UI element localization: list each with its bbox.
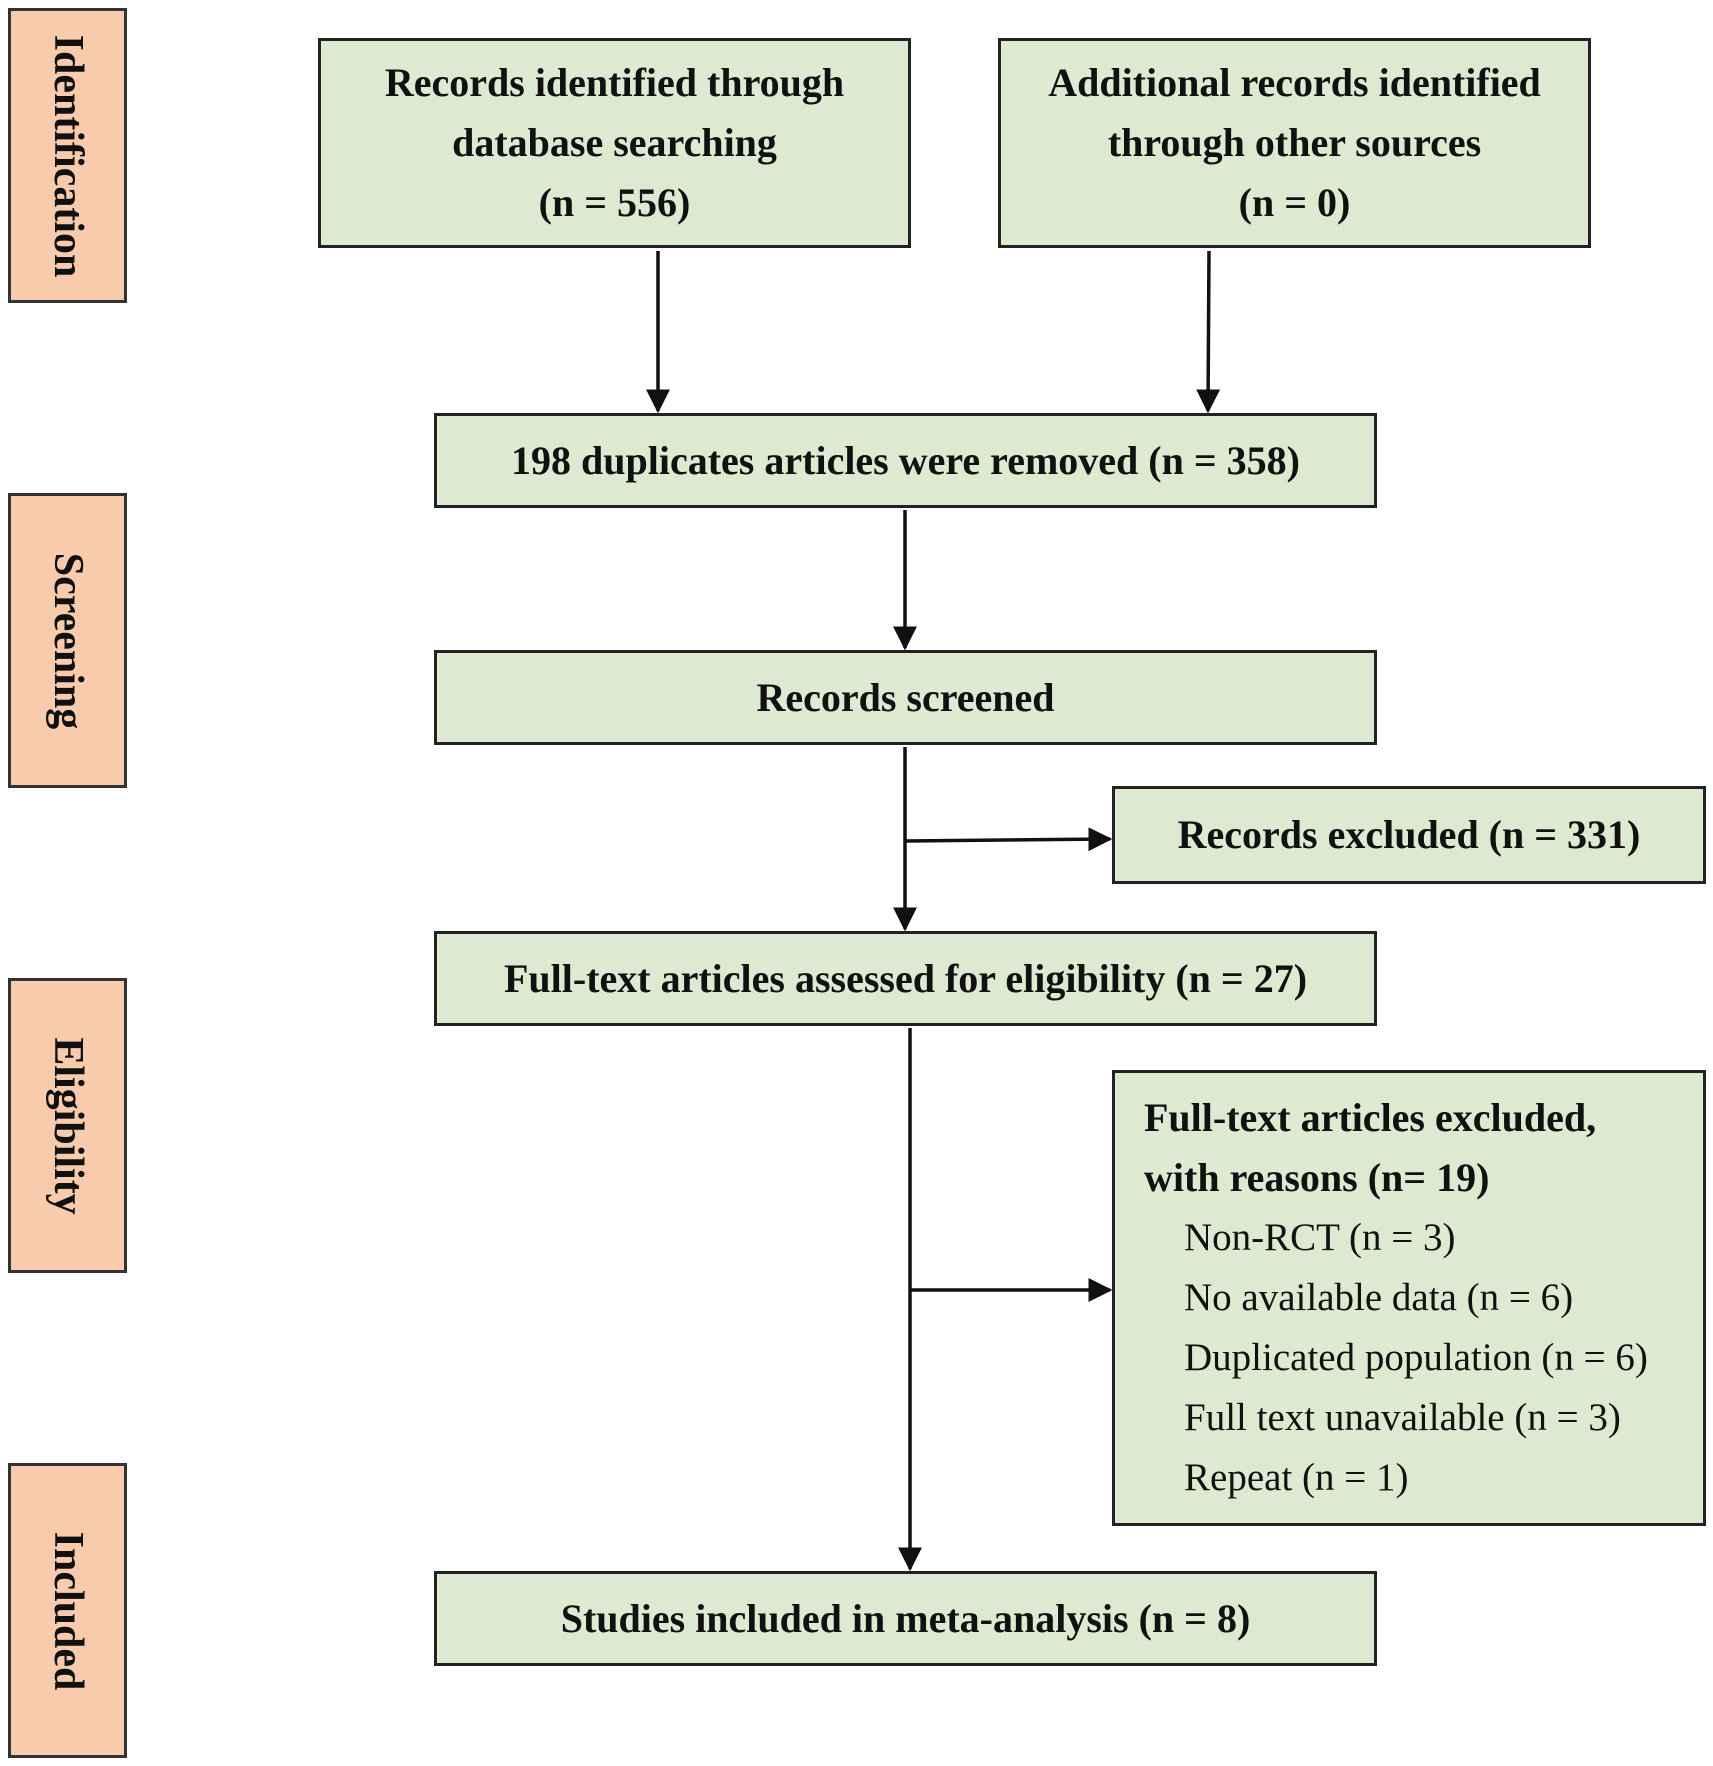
phase-screening: Screening (8, 493, 127, 788)
fulltext-excluded-header-1: Full-text articles excluded, (1144, 1095, 1597, 1140)
box-other-line-2: through other sources (1107, 120, 1482, 165)
exclusion-reason: Full text unavailable (n = 3) (1184, 1396, 1621, 1439)
phase-identification: Identification (8, 8, 127, 303)
box-included-text: Studies included in meta-analysis (n = 8… (560, 1595, 1251, 1641)
box-other-sources: Additional records identified through ot… (998, 38, 1591, 248)
box-excluded-text: Records excluded (n = 331) (1177, 812, 1641, 857)
exclusion-reason: Non-RCT (n = 3) (1184, 1216, 1456, 1259)
box-database-line-3: (n = 556) (538, 180, 691, 225)
box-studies-included: Studies included in meta-analysis (n = 8… (434, 1571, 1377, 1666)
phase-eligibility: Eligibility (8, 978, 127, 1273)
box-fulltext-text: Full-text articles assessed for eligibil… (503, 955, 1308, 1001)
phase-included: Included (8, 1463, 127, 1758)
arrow-other-to-duplicates (1196, 250, 1221, 414)
box-fulltext-assessed: Full-text articles assessed for eligibil… (434, 931, 1377, 1026)
box-database-line-1: Records identified through (384, 60, 845, 105)
box-records-excluded: Records excluded (n = 331) (1112, 786, 1706, 884)
box-screened-text: Records screened (756, 674, 1055, 720)
exclusion-reason: Duplicated population (n = 6) (1184, 1336, 1648, 1379)
fulltext-excluded-header-2: with reasons (n= 19) (1144, 1155, 1490, 1200)
box-other-line-3: (n = 0) (1238, 180, 1351, 225)
exclusion-reason: Repeat (n = 1) (1184, 1456, 1409, 1499)
box-other-line-1: Additional records identified (1048, 60, 1541, 105)
box-fulltext-excluded: Full-text articles excluded, with reason… (1112, 1070, 1706, 1526)
box-duplicates-removed: 198 duplicates articles were removed (n … (434, 413, 1377, 508)
exclusion-reason: No available data (n = 6) (1184, 1276, 1574, 1319)
box-database-line-2: database searching (452, 120, 777, 165)
box-records-screened: Records screened (434, 650, 1377, 745)
box-duplicates-text: 198 duplicates articles were removed (n … (511, 437, 1300, 483)
box-database-records: Records identified through database sear… (318, 38, 911, 248)
arrow-to-records-excluded (904, 827, 1113, 852)
